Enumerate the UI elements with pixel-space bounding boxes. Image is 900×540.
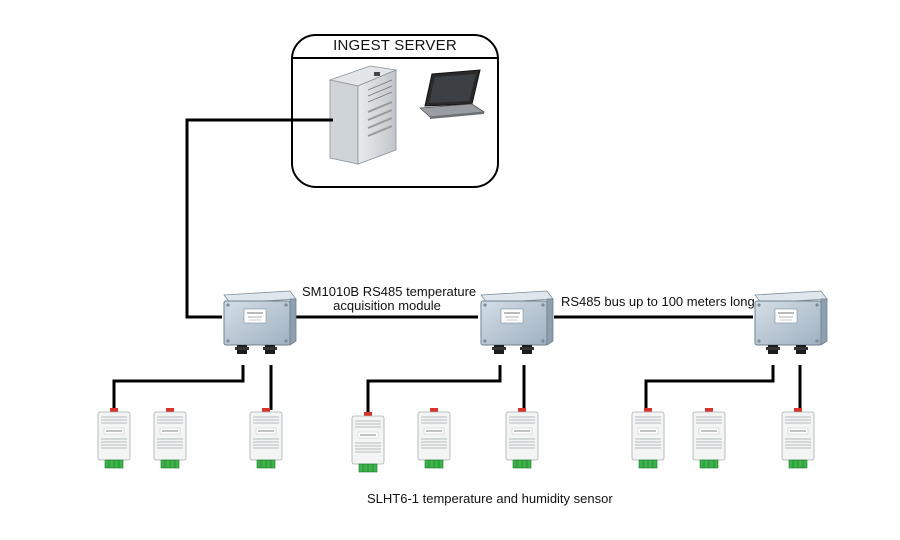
module-label-line2: acquisition module xyxy=(333,298,441,313)
sensor-icon xyxy=(692,407,726,469)
server-title: INGEST SERVER xyxy=(333,37,457,54)
sensor-icon xyxy=(505,407,539,469)
laptop-icon xyxy=(419,69,486,119)
sensor-icon xyxy=(417,407,451,469)
module-label-line1: SM1010B RS485 temperature xyxy=(302,284,477,299)
sensor-icon xyxy=(351,411,385,473)
junction-box-icon xyxy=(754,290,828,355)
m3-sensor-line-a xyxy=(644,365,775,410)
junction-box-icon xyxy=(223,290,297,355)
m1-sensor-line-a xyxy=(112,365,245,410)
sensor-icon xyxy=(631,407,665,469)
junction-box-icon xyxy=(480,290,554,355)
sensor-label: SLHT6-1 temperature and humidity sensor xyxy=(367,491,613,506)
sensor-icon xyxy=(781,407,815,469)
cabling xyxy=(112,118,802,414)
tower-pc-icon xyxy=(328,65,398,165)
sensor-icon xyxy=(153,407,187,469)
server-to-module-line xyxy=(185,118,333,319)
sensor-icon xyxy=(97,407,131,469)
sensor-icon xyxy=(249,407,283,469)
bus-label: RS485 bus up to 100 meters long xyxy=(561,294,755,309)
m2-sensor-line-a xyxy=(366,365,502,414)
